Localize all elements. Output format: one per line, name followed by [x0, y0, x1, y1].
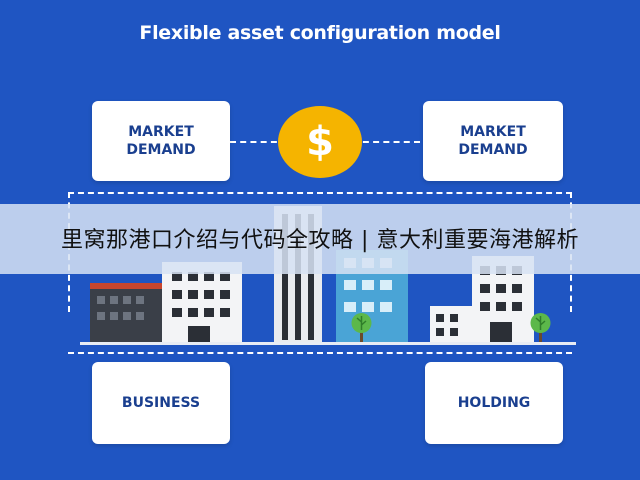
dollar-symbol: $: [306, 119, 334, 165]
building-icon: [90, 283, 162, 344]
market-demand-box-left: MARKET DEMAND: [92, 101, 230, 181]
holding-label: HOLDING: [457, 395, 531, 411]
tree-icon: [351, 313, 372, 342]
tree-icon: [530, 313, 551, 342]
overlay-banner-text: 里窝那港口介绍与代码全攻略 | 意大利重要海港解析: [61, 228, 579, 253]
market-demand-box-right: MARKET DEMAND: [423, 101, 563, 181]
business-label: BUSINESS: [121, 395, 201, 411]
holding-box: HOLDING: [425, 362, 563, 444]
dollar-coin-icon: $: [278, 106, 362, 178]
business-box: BUSINESS: [92, 362, 230, 444]
building-icon: [162, 262, 242, 344]
overlay-banner: [0, 204, 640, 274]
market-demand-label-left: MARKET DEMAND: [126, 124, 196, 158]
diagram-title: Flexible asset configuration model: [139, 22, 501, 44]
building-icon: [430, 306, 474, 344]
dashed-connector-lower: [68, 352, 572, 354]
market-demand-label-right: MARKET DEMAND: [458, 124, 528, 158]
dashed-connector-upper-frame: [68, 192, 572, 194]
